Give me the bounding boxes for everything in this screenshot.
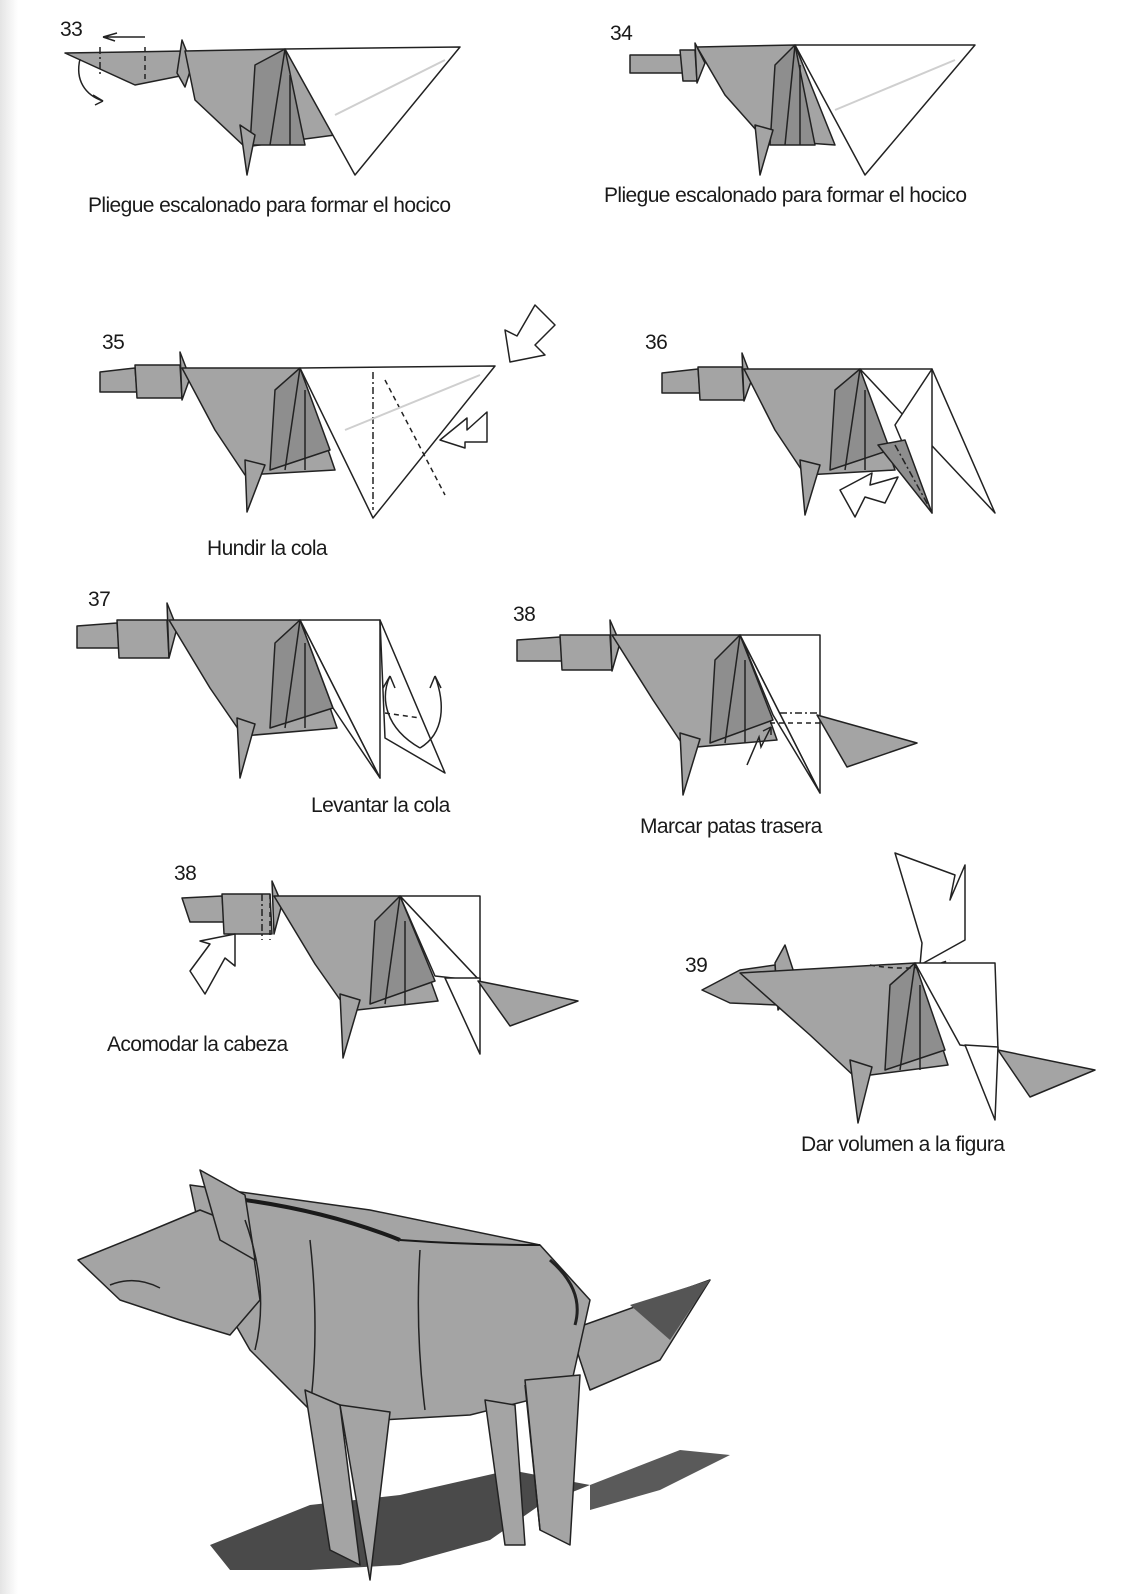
- tail-triangle: [299, 365, 496, 519]
- snout-shape: [64, 50, 186, 86]
- step-35-diagram: [99, 304, 556, 519]
- curved-arrow-icon: [384, 675, 421, 749]
- step-39-number: 39: [685, 954, 708, 977]
- step-37-number: 37: [88, 588, 111, 611]
- ear-shape: [166, 602, 178, 659]
- step-33-caption: Pliegue escalonado para formar el hocico: [88, 194, 451, 217]
- page-edge-shadow: [0, 0, 18, 1594]
- step-38a-number: 38: [513, 603, 536, 626]
- step-38b-caption: Acomodar la cabeza: [107, 1033, 288, 1056]
- shadow-shape: [210, 1470, 590, 1570]
- ear-shape: [609, 619, 621, 672]
- step-36-diagram: [661, 352, 996, 518]
- step-38b-diagram: [181, 880, 579, 1059]
- step-35-number: 35: [102, 331, 125, 354]
- tail-triangle: [284, 46, 461, 176]
- hind-leg-shape: [484, 1399, 526, 1546]
- step-34-number: 34: [610, 22, 633, 45]
- final-wolf-model: [77, 1169, 730, 1581]
- step-36-number: 36: [645, 331, 668, 354]
- sink-arrow-icon: [504, 304, 556, 363]
- zigzag-arrow-icon: [746, 726, 772, 766]
- tail-triangle: [794, 44, 976, 176]
- push-arrow-icon: [439, 411, 488, 449]
- ear-shape: [741, 352, 753, 402]
- step-34-diagram: [629, 42, 976, 176]
- step-39-diagram: [701, 852, 1096, 1124]
- sunk-tail: [877, 439, 933, 514]
- tail-shape: [477, 980, 579, 1027]
- push-arrow-icon: [189, 933, 236, 995]
- step-33-diagram: [64, 32, 461, 176]
- ear-shape: [271, 880, 283, 935]
- step-38a-caption: Marcar patas trasera: [640, 815, 822, 838]
- tail-flap: [379, 619, 446, 774]
- step-39-caption: Dar volumen a la figura: [801, 1133, 1005, 1156]
- step-34-caption: Pliegue escalonado para formar el hocico: [604, 184, 967, 207]
- tail-shape: [997, 1049, 1096, 1098]
- step-35-caption: Hundir la cola: [207, 537, 328, 560]
- ear-shape: [179, 351, 191, 401]
- step-38b-number: 38: [174, 862, 197, 885]
- pleat-arrow-icon: [102, 32, 145, 42]
- step-37-caption: Levantar la cola: [311, 794, 450, 817]
- tail-shape: [816, 714, 918, 768]
- front-leg-shape: [304, 1389, 361, 1566]
- push-arrow-icon: [839, 472, 899, 518]
- step-37-diagram: [76, 602, 446, 779]
- ear-shape: [199, 1169, 256, 1261]
- step-38a-diagram: [516, 619, 918, 796]
- push-down-arrow-icon: [894, 852, 966, 966]
- step-33-number: 33: [60, 18, 83, 41]
